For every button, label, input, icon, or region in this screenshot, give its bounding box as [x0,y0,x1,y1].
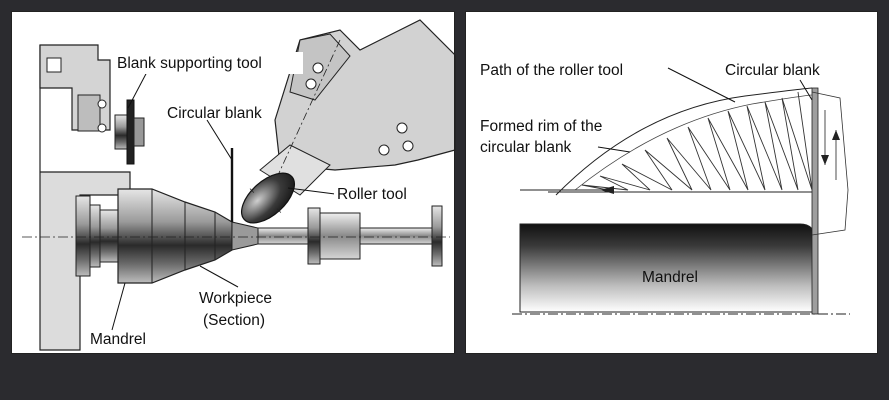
label-blank-supporting-tool: Blank supporting tool [117,55,262,72]
label-path-of-roller-tool: Path of the roller tool [480,62,623,79]
label-backdrop [334,184,426,204]
label-mandrel-right: Mandrel [642,269,698,286]
right-panel: Path of the roller tool Circular blank F… [465,11,878,354]
right-panel-border [465,11,878,354]
leader-circular-blank [799,79,813,101]
label-circular-blank-right: Circular blank [725,62,820,79]
arrow-left-icon [600,186,614,194]
leader-roller-tool [287,187,336,195]
leader-workpiece [199,265,239,288]
label-formed-rim-line1: Formed rim of the [480,118,602,135]
bolt-icon [312,62,324,74]
support-disc [126,99,135,165]
tail-collar [307,207,321,265]
support-disc-hub [114,114,128,150]
support-disc-nose [133,117,145,147]
label-section: (Section) [203,312,265,329]
mandrel-block [519,223,816,313]
roller-mark-icon: × [276,206,282,217]
chuck-flange [75,195,91,277]
tail-quill [359,227,433,245]
tail-body [319,212,361,260]
headstock [39,45,131,351]
label-backdrop [113,52,303,74]
left-panel: × × Blank supporting tool Circular blank… [11,11,456,354]
label-circular-blank: Circular blank [167,105,262,122]
roller-mark-icon: × [249,186,255,197]
label-mandrel: Mandrel [90,331,146,348]
label-workpiece: Workpiece [199,290,272,307]
bolt-icon [97,99,107,109]
support-arm [77,94,101,132]
tail-end [431,205,443,267]
bolt-icon [396,122,408,134]
label-roller-tool: Roller tool [337,186,407,203]
roller [241,172,295,224]
bolt-icon [378,144,390,156]
label-formed-rim-line2: circular blank [480,139,572,156]
left-panel-border [11,11,455,354]
leader-roller-path [667,67,736,103]
chuck-ring [89,204,101,268]
leader-mandrel [111,282,126,331]
rim-outer-curve [555,87,813,196]
holder-window [46,57,62,73]
chuck-body [99,209,119,263]
leader-blank-support [127,69,149,109]
tail-shaft [257,227,309,245]
circular-blank-plate [811,87,819,315]
leader-circular-blank [206,119,233,161]
blank-outline [811,91,849,236]
rim-inner-curve [574,94,813,191]
leader-formed-rim [597,146,631,153]
bolt-icon [402,140,414,152]
roller-tool-path [581,91,813,191]
bolt-icon [305,78,317,90]
bolt-icon [97,123,107,133]
